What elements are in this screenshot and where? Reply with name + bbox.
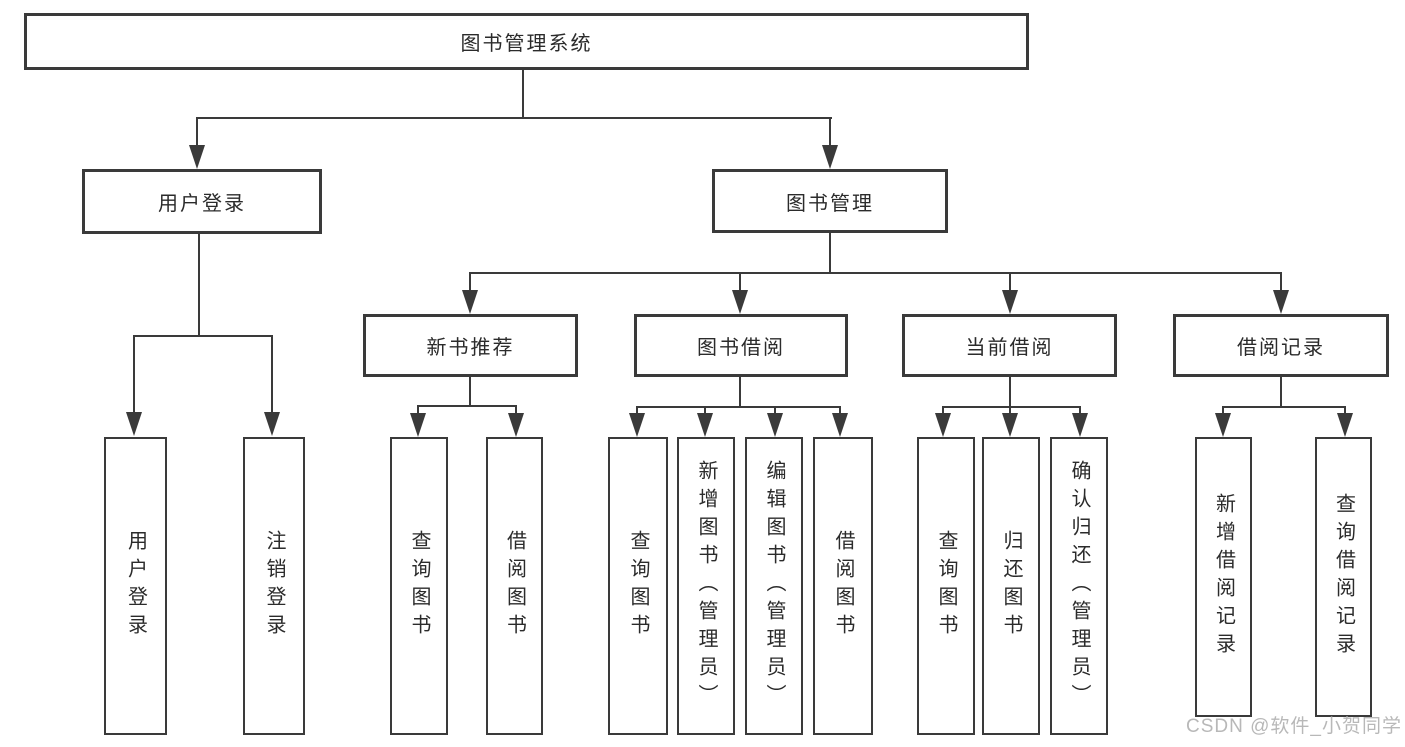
leaf-br-add-record-label: 新增借阅记录 bbox=[1212, 493, 1235, 661]
node-book-borrow-label: 图书借阅 bbox=[697, 337, 785, 359]
connector-book-borrow-stem bbox=[739, 272, 741, 291]
connector-nbr-borrow-stem bbox=[515, 405, 517, 415]
node-current-borrow: 当前借阅 bbox=[902, 314, 1117, 377]
connector-login-stem bbox=[133, 335, 135, 413]
connector-book-mgmt-bar bbox=[469, 272, 1282, 274]
leaf-bb-edit-book-label: 编辑图书（管理员） bbox=[763, 460, 785, 712]
leaf-br-query-record-label: 查询借阅记录 bbox=[1332, 493, 1355, 661]
arrow-head bbox=[1002, 290, 1018, 314]
node-user-login-label: 用户登录 bbox=[158, 193, 246, 215]
leaf-cb-return-book-label: 归还图书 bbox=[1000, 530, 1022, 642]
arrow-head bbox=[1337, 413, 1353, 437]
leaf-cb-confirm-return-label: 确认归还（管理员） bbox=[1068, 460, 1090, 712]
connector-book-mgmt-down bbox=[829, 232, 831, 274]
connector-cb-query-stem bbox=[942, 406, 944, 415]
leaf-nbr-borrow-book-label: 借阅图书 bbox=[503, 530, 526, 642]
leaf-cb-query-book: 查询图书 bbox=[917, 437, 975, 735]
arrow-head bbox=[189, 145, 205, 169]
leaf-user-login-label: 用户登录 bbox=[124, 530, 147, 642]
node-book-borrow: 图书借阅 bbox=[634, 314, 848, 377]
leaf-bb-add-book: 新增图书（管理员） bbox=[677, 437, 735, 735]
connector-user-login-bar bbox=[133, 335, 273, 337]
arrow-head bbox=[629, 413, 645, 437]
leaf-bb-query-book-label: 查询图书 bbox=[627, 530, 649, 642]
leaf-bb-add-book-label: 新增图书（管理员） bbox=[695, 460, 717, 712]
connector-user-login-stem bbox=[196, 117, 198, 146]
connector-root-bar bbox=[196, 117, 832, 119]
leaf-nbr-borrow-book: 借阅图书 bbox=[486, 437, 543, 735]
leaf-logout-label: 注销登录 bbox=[263, 530, 285, 642]
node-new-book-rec: 新书推荐 bbox=[363, 314, 578, 377]
leaf-bb-edit-book: 编辑图书（管理员） bbox=[745, 437, 803, 735]
node-borrow-record-label: 借阅记录 bbox=[1237, 337, 1325, 359]
node-user-login: 用户登录 bbox=[82, 169, 322, 234]
arrow-head bbox=[410, 413, 426, 437]
connector-bb-query-stem bbox=[636, 406, 638, 415]
connector-root-stem bbox=[522, 69, 524, 118]
arrow-head bbox=[822, 145, 838, 169]
arrow-head bbox=[732, 290, 748, 314]
connector-br-query-stem bbox=[1344, 406, 1346, 415]
leaf-bb-query-book: 查询图书 bbox=[608, 437, 668, 735]
connector-br-add-stem bbox=[1222, 406, 1224, 415]
connector-borrow-record-down bbox=[1280, 377, 1282, 408]
node-book-mgmt-label: 图书管理 bbox=[786, 192, 874, 215]
arrow-head bbox=[1215, 413, 1231, 437]
leaf-cb-query-book-label: 查询图书 bbox=[935, 530, 957, 642]
arrow-head bbox=[462, 290, 478, 314]
node-book-mgmt: 图书管理 bbox=[712, 169, 948, 233]
connector-current-borrow-stem bbox=[1009, 272, 1011, 291]
leaf-logout: 注销登录 bbox=[243, 437, 305, 735]
connector-borrow-record-stem bbox=[1280, 272, 1282, 291]
leaf-cb-confirm-return: 确认归还（管理员） bbox=[1050, 437, 1108, 735]
node-current-borrow-label: 当前借阅 bbox=[965, 337, 1054, 359]
node-library-system: 图书管理系统 bbox=[24, 13, 1029, 70]
leaf-bb-borrow-book-label: 借阅图书 bbox=[832, 530, 854, 642]
arrow-head bbox=[935, 413, 951, 437]
connector-book-mgmt-stem bbox=[829, 117, 831, 146]
connector-new-book-rec-stem bbox=[469, 272, 471, 291]
arrow-head bbox=[1072, 413, 1088, 437]
leaf-bb-borrow-book: 借阅图书 bbox=[813, 437, 873, 735]
arrow-head bbox=[126, 412, 142, 436]
connector-user-login-down bbox=[198, 233, 200, 337]
leaf-user-login: 用户登录 bbox=[104, 437, 167, 735]
arrow-head bbox=[767, 413, 783, 437]
arrow-head bbox=[1002, 413, 1018, 437]
node-library-system-label: 图书管理系统 bbox=[460, 33, 593, 55]
leaf-cb-return-book: 归还图书 bbox=[982, 437, 1040, 735]
leaf-nbr-query-book-label: 查询图书 bbox=[408, 530, 430, 642]
connector-book-borrow-down bbox=[739, 377, 741, 408]
watermark: CSDN @软件_小贺同学 bbox=[1186, 716, 1402, 737]
arrow-head bbox=[832, 413, 848, 437]
connector-new-book-rec-down bbox=[469, 377, 471, 407]
connector-nbr-query-stem bbox=[417, 405, 419, 415]
connector-logout-stem bbox=[271, 335, 273, 413]
leaf-br-add-record: 新增借阅记录 bbox=[1195, 437, 1252, 717]
connector-new-book-rec-bar bbox=[417, 405, 517, 407]
node-borrow-record: 借阅记录 bbox=[1173, 314, 1389, 377]
arrow-head bbox=[1273, 290, 1289, 314]
leaf-br-query-record: 查询借阅记录 bbox=[1315, 437, 1372, 717]
connector-borrow-record-bar bbox=[1222, 406, 1346, 408]
connector-current-borrow-down bbox=[1009, 377, 1011, 408]
connector-bb-edit-stem bbox=[774, 406, 776, 415]
arrow-head bbox=[697, 413, 713, 437]
leaf-nbr-query-book: 查询图书 bbox=[390, 437, 448, 735]
connector-bb-add-stem bbox=[704, 406, 706, 415]
arrow-head bbox=[508, 413, 524, 437]
node-new-book-rec-label: 新书推荐 bbox=[426, 337, 515, 359]
arrow-head bbox=[264, 412, 280, 436]
connector-current-borrow-bar bbox=[942, 406, 1081, 408]
connector-cb-return-stem bbox=[1009, 406, 1011, 415]
connector-book-borrow-bar bbox=[636, 406, 841, 408]
connector-bb-borrow-stem bbox=[839, 406, 841, 415]
connector-cb-confirm-stem bbox=[1079, 406, 1081, 415]
